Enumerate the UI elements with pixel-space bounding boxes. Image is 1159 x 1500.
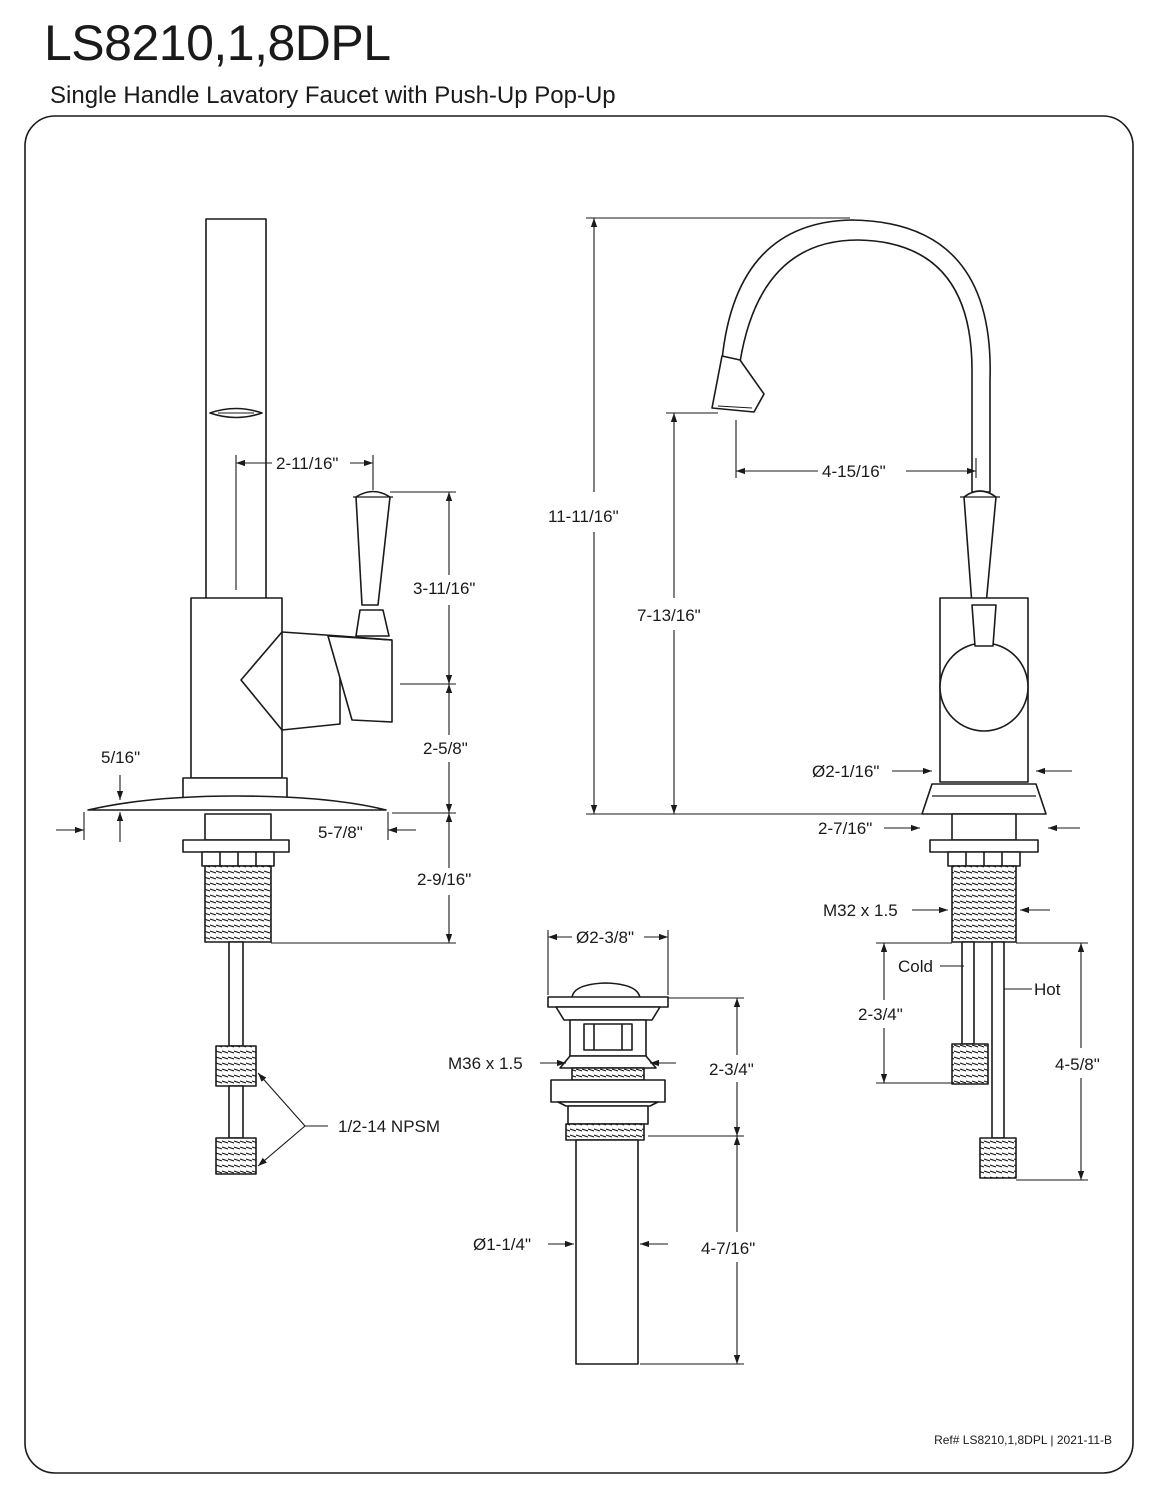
front-hot-fitting <box>979 1137 1017 1179</box>
footer-ref: Ref# LS8210,1,8DPL | 2021-11-B <box>934 1433 1112 1447</box>
front-dim-hot-line: 4-5/8" <box>1055 1055 1100 1074</box>
side-dim-body-height: 2-5/8" <box>423 739 468 758</box>
front-handle-hub <box>939 642 1029 732</box>
drain-threaded-body <box>571 1067 645 1081</box>
front-view <box>711 219 1047 1179</box>
drain-dim-tailpiece-diameter: Ø1-1/4" <box>473 1235 531 1254</box>
drain-dim-tailpiece-length: 4-7/16" <box>701 1239 755 1258</box>
drain-tailpiece <box>575 1139 639 1365</box>
side-threaded-shank <box>204 865 272 943</box>
front-hot-label: Hot <box>1034 980 1061 999</box>
front-spout-tip <box>711 355 765 413</box>
page-subtitle: Single Handle Lavatory Faucet with Push-… <box>50 82 616 109</box>
front-gooseneck-spout <box>721 219 991 493</box>
front-cold-label: Cold <box>898 957 933 976</box>
side-dim-handle-height: 3-11/16" <box>413 579 475 598</box>
front-dim-cold-line: 2-3/4" <box>858 1005 903 1024</box>
front-dim-overall-height: 11-11/16" <box>548 507 619 526</box>
front-shank-thread: M32 x 1.5 <box>823 901 898 920</box>
side-deck-plate <box>87 795 387 811</box>
side-lever-handle <box>355 490 391 606</box>
front-base <box>921 783 1047 815</box>
page-title: LS8210,1,8DPL <box>44 15 391 71</box>
front-threaded-shank <box>951 865 1017 943</box>
drawing-frame <box>24 115 1134 1474</box>
drain-view <box>547 982 669 1365</box>
front-dim-base-width: 2-7/16" <box>818 819 872 838</box>
side-handle-boss <box>281 631 341 731</box>
side-dim-deck-plate-thickness: 5/16" <box>101 748 140 767</box>
front-dim-spout-height: 7-13/16" <box>637 606 701 625</box>
side-view <box>87 218 393 1175</box>
side-supply-fitting-upper <box>215 1045 257 1087</box>
drain-dim-body-height: 2-3/4" <box>709 1060 754 1079</box>
front-dim-body-diameter: Ø2-1/16" <box>812 762 879 781</box>
side-dim-deck-plate-length: 5-7/8" <box>318 823 363 842</box>
front-cold-fitting <box>951 1043 989 1085</box>
drain-body-thread: M36 x 1.5 <box>448 1054 523 1073</box>
side-supply-fitting-lower <box>215 1137 257 1175</box>
drain-cap <box>571 982 641 999</box>
side-dim-shank-length: 2-9/16" <box>417 870 471 889</box>
side-dim-spout-offset: 2-11/16" <box>276 454 338 473</box>
drain-dim-cap-diameter: Ø2-3/8" <box>576 928 634 947</box>
side-supply-thread: 1/2-14 NPSM <box>338 1117 440 1136</box>
front-dim-spout-reach: 4-15/16" <box>822 462 886 481</box>
front-lever-handle <box>963 490 997 606</box>
